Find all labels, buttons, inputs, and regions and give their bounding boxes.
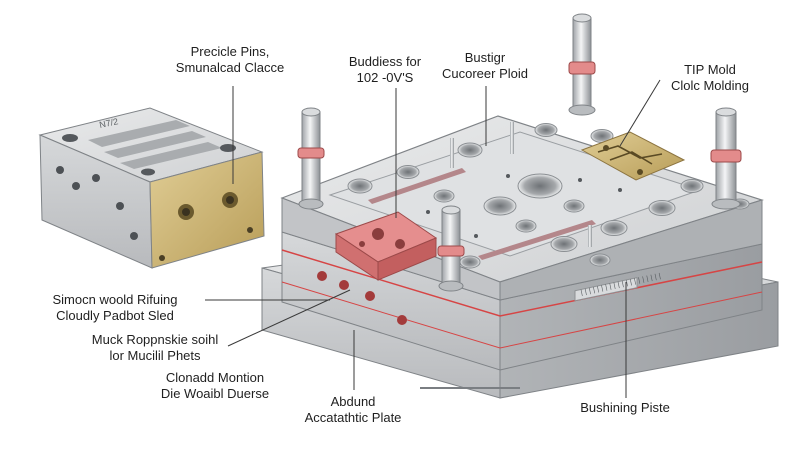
guide-pin-right xyxy=(710,107,742,210)
callout-clonadd-line2: Die Woaibl Duerse xyxy=(160,386,270,401)
side-block: N7/2 xyxy=(38,107,265,269)
main-mold: |||||||||||||||||||| xyxy=(280,115,764,371)
callout-simocn-line2: Cloudly Padbot Sled xyxy=(56,308,174,323)
callout-precicle-pins: Precicle Pins, Smunalcad Clacce xyxy=(150,44,310,76)
callout-muck-line2: lor Mucilil Phets xyxy=(109,348,201,363)
callout-clonadd-line1: Clonadd Montion xyxy=(165,370,265,385)
guide-pin-front-left xyxy=(297,107,325,210)
guide-pin-front-center xyxy=(437,205,465,292)
callout-tip-mold-line2: Clolc Molding xyxy=(670,78,750,93)
callout-simocn-line1: Simocn woold Rifuing xyxy=(52,292,178,307)
side-block-brass-face xyxy=(149,151,265,269)
callout-muck: Muck Roppnskie soihl lor Mucilil Phets xyxy=(60,332,250,364)
callout-tip-mold-line1: TIP Mold xyxy=(684,62,736,77)
plate-marking-bg xyxy=(574,276,638,302)
callout-buddess-line1: Buddiess for xyxy=(348,54,422,69)
callout-precicle-pins-line1: Precicle Pins, xyxy=(190,44,270,59)
callout-abdund: Abdund Accatathtic Plate xyxy=(268,394,438,426)
guide-pin-back xyxy=(568,13,596,116)
callout-buddess-line2: 102 -0V'S xyxy=(356,70,414,85)
callout-simocn: Simocn woold Rifuing Cloudly Padbot Sled xyxy=(20,292,210,324)
leader-lines xyxy=(205,79,661,398)
tip-insert xyxy=(580,131,686,181)
callout-abdund-line2: Accatathtic Plate xyxy=(304,410,402,425)
callout-abdund-line1: Abdund xyxy=(330,394,376,409)
callout-buddess: Buddiess for 102 -0V'S xyxy=(320,54,450,86)
callout-bustigr-line2: Cucoreer Ploid xyxy=(442,66,528,81)
block-marking: N7/2 xyxy=(98,116,119,130)
callout-bustigr-line1: Bustigr xyxy=(464,50,506,65)
callout-precicle-pins-line2: Smunalcad Clacce xyxy=(175,60,285,75)
callout-muck-line1: Muck Roppnskie soihl xyxy=(91,332,219,347)
parting-line xyxy=(281,249,763,317)
callout-clonadd: Clonadd Montion Die Woaibl Duerse xyxy=(120,370,310,402)
callout-tip-mold: TIP Mold Clolc Molding xyxy=(640,62,780,94)
callout-bushining: Bushining Piste xyxy=(540,400,710,416)
callout-bustigr: Bustigr Cucoreer Ploid xyxy=(420,50,550,82)
callout-bushining-line1: Bushining Piste xyxy=(580,400,670,415)
